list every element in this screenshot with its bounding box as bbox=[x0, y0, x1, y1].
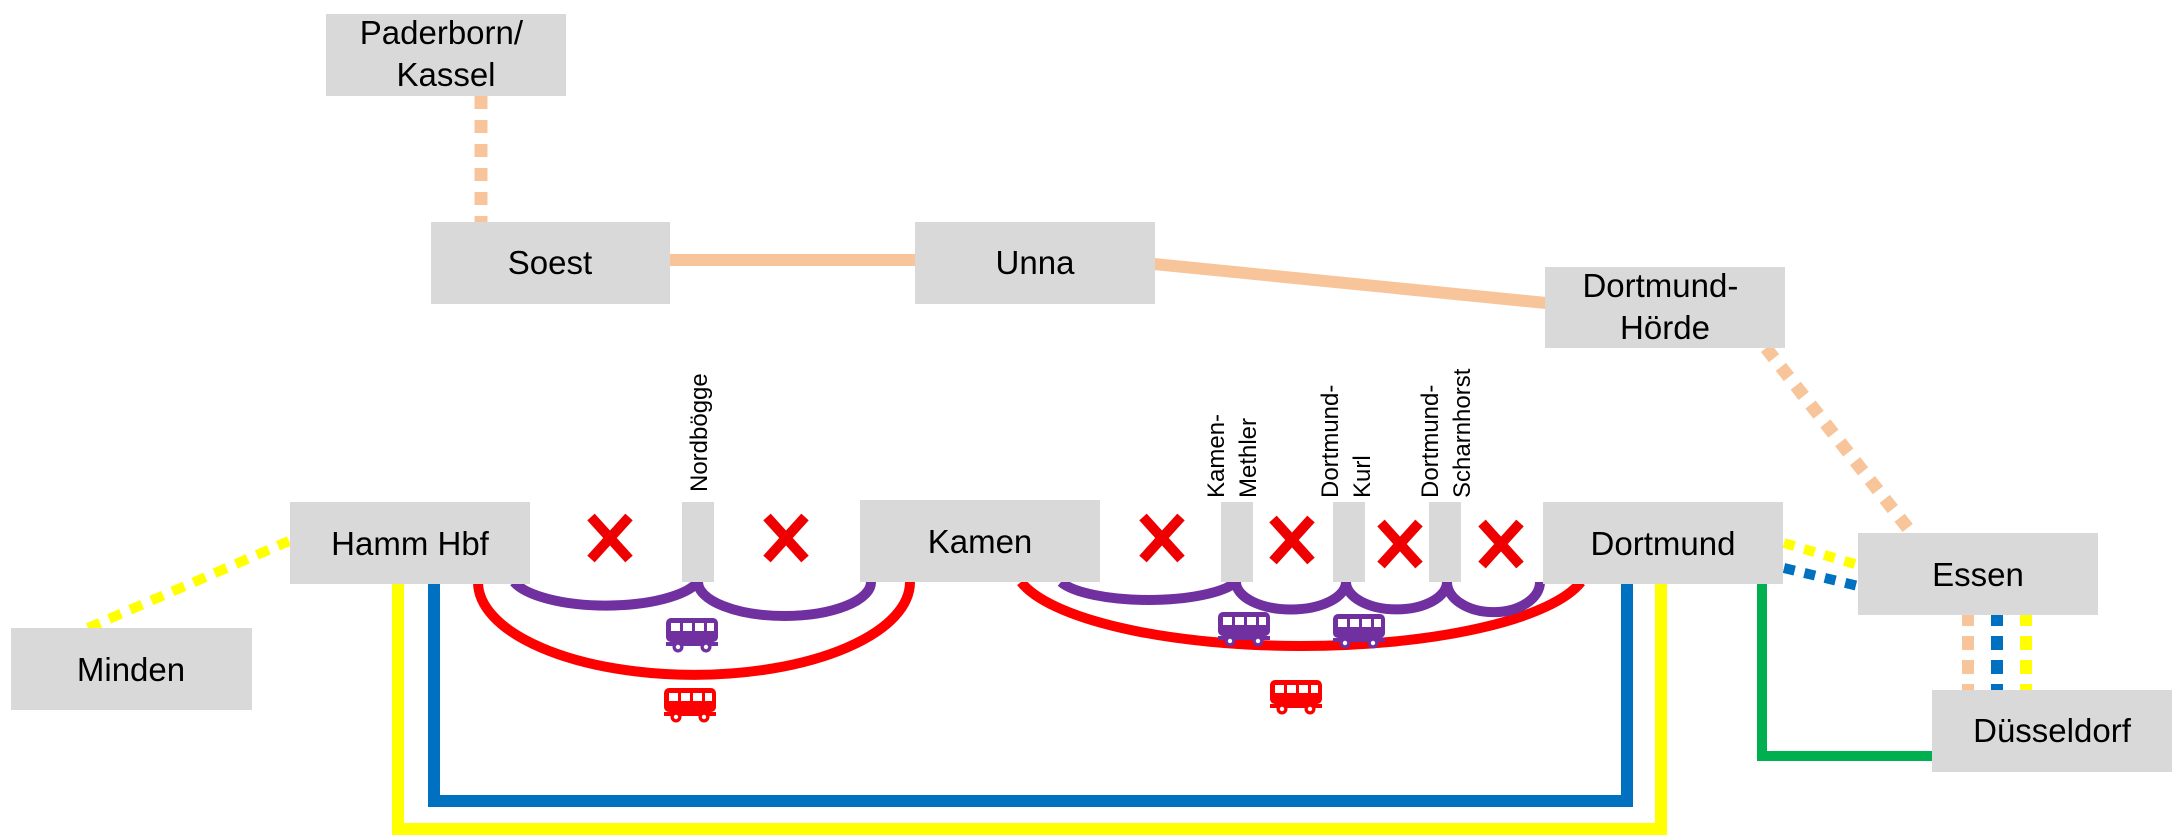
bus-arc-purple-scharnhorst-dortmund bbox=[1442, 581, 1545, 618]
line-dortmund-essen-blue bbox=[1782, 563, 1860, 591]
station-duesseldorf: Düsseldorf bbox=[1932, 690, 2172, 772]
station-label: Dortmund bbox=[1591, 525, 1736, 562]
stop-block-kamen-methler bbox=[1221, 502, 1253, 582]
bus-arc-purple-methler-kurl bbox=[1231, 581, 1351, 615]
station-dortmund: Dortmund bbox=[1543, 502, 1783, 584]
bus-arc-purple-hamm-nordboegge bbox=[510, 578, 702, 611]
bus-icon bbox=[1270, 680, 1322, 715]
line-hoerde-essen bbox=[1760, 343, 1920, 541]
line-minden-hamm bbox=[86, 536, 291, 633]
cross-icon bbox=[1478, 519, 1524, 569]
station-label: Dortmund- Hörde bbox=[1582, 267, 1747, 346]
line-unna-hoerde bbox=[1153, 258, 1547, 309]
cross-icon bbox=[1139, 513, 1185, 563]
station-label: Düsseldorf bbox=[1973, 712, 2132, 749]
station-soest: Soest bbox=[431, 222, 670, 304]
bus-arc-purple-nordboegge-kamen bbox=[693, 581, 876, 621]
cross-icon bbox=[587, 513, 633, 563]
stop-block-nordboegge bbox=[682, 502, 714, 582]
stop-label-dortmund-kurl: Dortmund- Kurl bbox=[1317, 378, 1376, 498]
station-label: Paderborn/ Kassel bbox=[360, 14, 532, 93]
station-paderborn: Paderborn/ Kassel bbox=[326, 14, 566, 96]
station-label: Essen bbox=[1932, 556, 2024, 593]
station-kamen: Kamen bbox=[860, 500, 1100, 582]
cross-icon bbox=[763, 513, 809, 563]
line-hamm-dortmund-blue bbox=[428, 582, 1633, 807]
station-label: Hamm Hbf bbox=[331, 525, 490, 562]
station-label: Unna bbox=[996, 244, 1076, 281]
cross-icon bbox=[1377, 519, 1423, 569]
stop-label-nordboegge: Nordbögge bbox=[686, 373, 713, 492]
bus-arc-purple-kurl-scharnhorst bbox=[1341, 581, 1452, 615]
station-label: Kamen bbox=[928, 523, 1033, 560]
bus-arc-red-kamen-dortmund bbox=[1017, 578, 1585, 651]
station-minden: Minden bbox=[11, 628, 252, 710]
station-dortmund-hoerde: Dortmund- Hörde bbox=[1545, 267, 1785, 348]
bus-arc-purple-kamen-methler bbox=[1057, 578, 1240, 605]
cross-icon bbox=[1269, 515, 1315, 565]
stop-label-dortmund-scharnhorst: Dortmund- Scharnhorst bbox=[1417, 368, 1476, 498]
station-label: Minden bbox=[77, 651, 185, 688]
station-unna: Unna bbox=[915, 222, 1155, 304]
bus-icon bbox=[664, 688, 716, 723]
station-hamm: Hamm Hbf bbox=[290, 502, 530, 584]
stop-label-kamen-methler: Kamen- Methler bbox=[1203, 407, 1262, 498]
stop-block-dortmund-kurl bbox=[1333, 502, 1365, 582]
bus-arc-red-hamm-kamen bbox=[473, 581, 915, 680]
station-essen: Essen bbox=[1858, 533, 2098, 615]
line-dortmund-essen-yellow bbox=[1782, 538, 1860, 570]
stop-block-dortmund-scharnhorst bbox=[1429, 502, 1461, 582]
station-label: Soest bbox=[508, 244, 592, 281]
line-dortmund-duesseldorf-green bbox=[1757, 584, 1933, 761]
bus-icon bbox=[666, 618, 718, 653]
line-hamm-dortmund-yellow bbox=[392, 582, 1667, 835]
